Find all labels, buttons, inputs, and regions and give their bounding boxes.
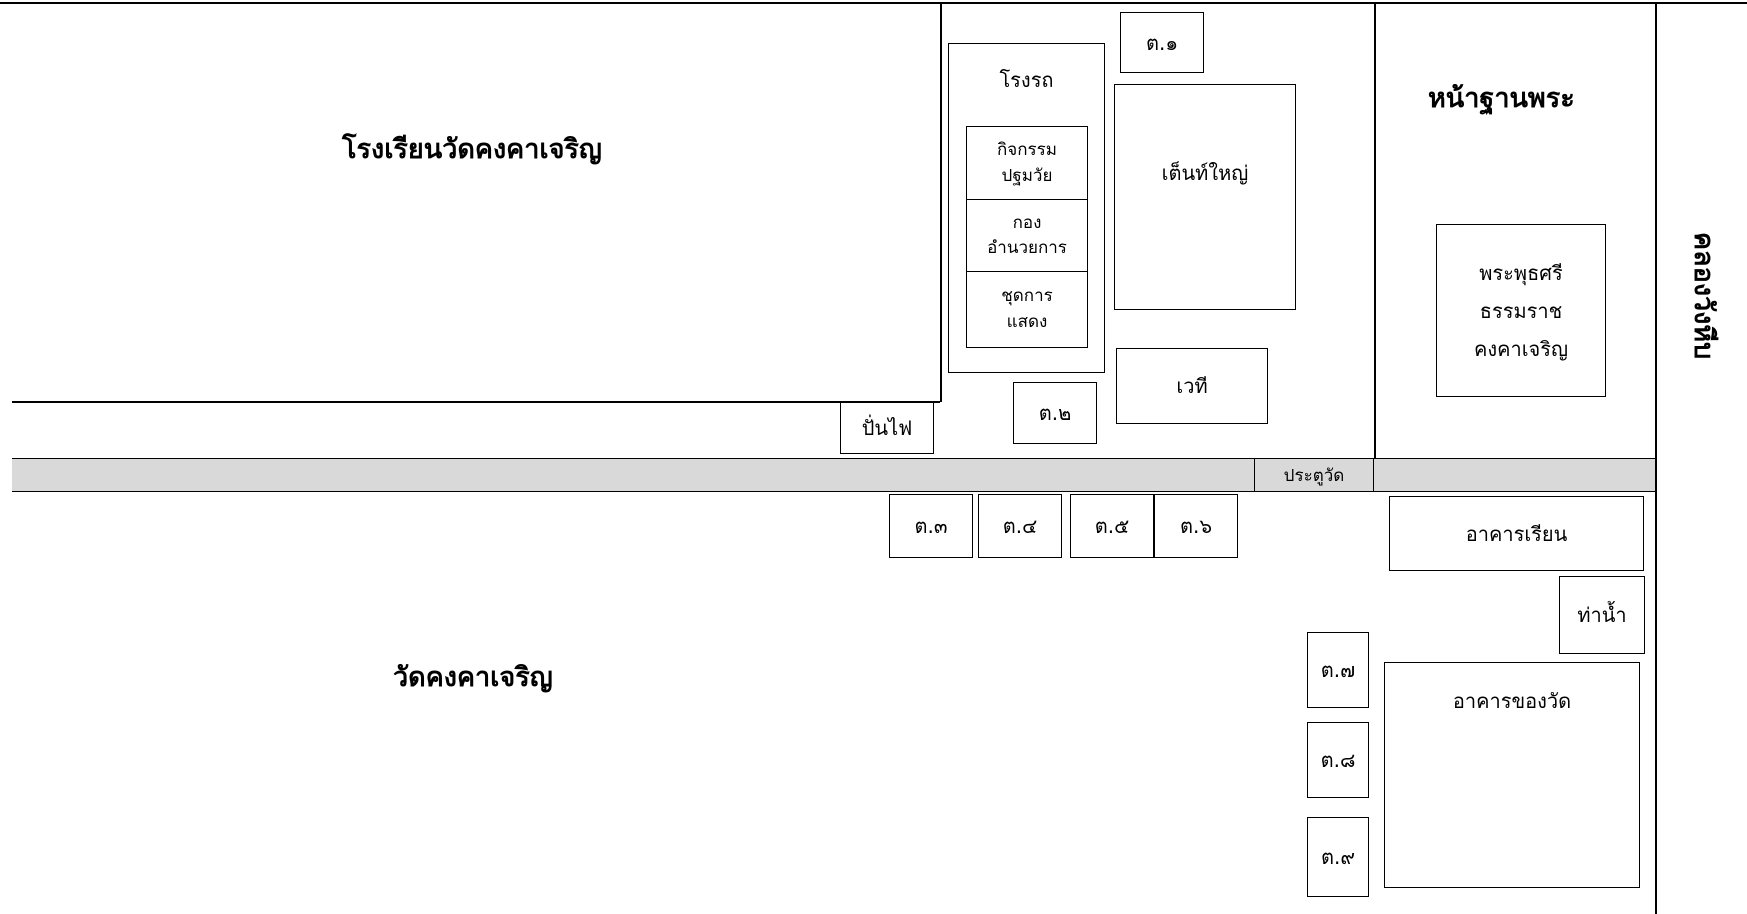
show-line1: ชุดการ — [1001, 286, 1053, 306]
director-line1: กอง — [1012, 212, 1042, 233]
buddha-line3: คงคาเจริญ — [1473, 336, 1569, 361]
shrine-left-line — [1374, 2, 1376, 458]
activity-line1: กิจกรรม — [996, 140, 1057, 160]
show-booth: ชุดการ แสดง — [966, 271, 1088, 348]
temple-label: วัดคงคาเจริญ — [393, 662, 553, 693]
booth-t3: ต.๓ — [889, 494, 973, 558]
stage: เวที — [1116, 348, 1268, 424]
generator: ปั่นไฟ — [840, 402, 934, 454]
booth-t7: ต.๗ — [1307, 632, 1369, 708]
temple-gate-label: ประตูวัด — [1283, 465, 1345, 486]
road — [12, 458, 1655, 492]
temple-gate — [1254, 458, 1374, 492]
garage-label: โรงรถ — [999, 68, 1054, 92]
school-label: โรงเรียนวัดคงคาเจริญ — [342, 134, 602, 165]
director-line2: อำนวยการ — [987, 238, 1067, 258]
school-building: อาคารเรียน — [1389, 496, 1644, 571]
activity-booth: กิจกรรม ปฐมวัย — [966, 126, 1088, 201]
buddha-line2: ธรรมราช — [1479, 298, 1563, 323]
booth-t2: ต.๒ — [1013, 382, 1097, 444]
temple-building: อาคารของวัด — [1384, 662, 1640, 888]
buddha-front-label: หน้าฐานพระ — [1428, 83, 1575, 114]
pier: ท่าน้ำ — [1559, 576, 1645, 654]
booth-t4: ต.๔ — [978, 494, 1062, 558]
canal-label: คลองวังหีบ — [1688, 232, 1719, 360]
booth-t6: ต.๖ — [1154, 494, 1238, 558]
buddha-line1: พระพุธศรี — [1479, 260, 1563, 285]
show-line2: แสดง — [1006, 311, 1048, 332]
activity-line2: ปฐมวัย — [1001, 165, 1053, 186]
canal-line — [1655, 2, 1657, 914]
school-bottom-line — [12, 401, 940, 403]
booth-t8: ต.๘ — [1307, 722, 1369, 798]
director-booth: กอง อำนวยการ — [966, 199, 1088, 273]
big-tent: เต็นท์ใหญ่ — [1114, 84, 1296, 310]
top-border-line — [0, 2, 1747, 4]
buddha-statue: พระพุธศรี ธรรมราช คงคาเจริญ — [1436, 224, 1606, 397]
school-right-line — [940, 2, 942, 402]
booth-t1: ต.๑ — [1120, 12, 1204, 73]
booth-t5: ต.๕ — [1070, 494, 1154, 558]
booth-t9: ต.๙ — [1307, 817, 1369, 897]
